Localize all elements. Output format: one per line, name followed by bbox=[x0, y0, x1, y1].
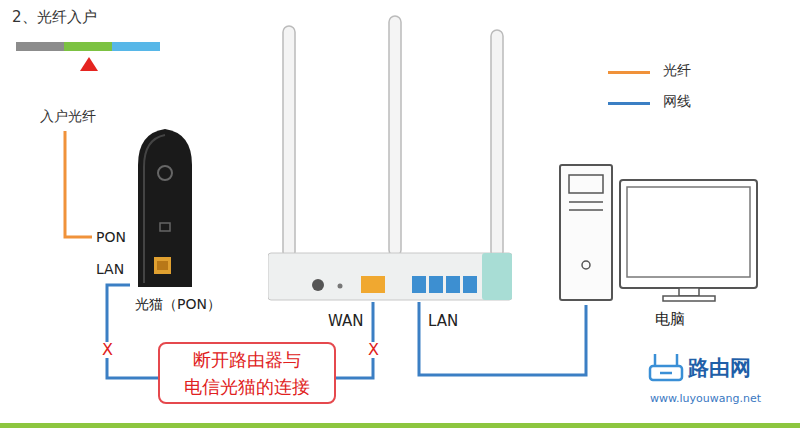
monitor-stand bbox=[679, 288, 699, 296]
modem-button bbox=[158, 166, 172, 180]
pointer-triangle bbox=[80, 57, 98, 71]
router-device: WANLAN bbox=[268, 252, 512, 302]
node-text: LAN bbox=[428, 312, 458, 330]
power-jack bbox=[312, 279, 324, 291]
modem-device: 光猫（PON） bbox=[130, 125, 231, 315]
lan-port bbox=[463, 276, 477, 293]
optical-modem bbox=[130, 125, 230, 293]
wan-port bbox=[361, 276, 385, 293]
monitor bbox=[620, 180, 757, 288]
node-text: 光猫（PON） bbox=[130, 293, 231, 315]
lan-port bbox=[429, 276, 443, 293]
monitor-base bbox=[663, 296, 715, 301]
antenna bbox=[491, 30, 503, 258]
lan-port bbox=[412, 276, 426, 293]
modem-body bbox=[138, 129, 192, 287]
fiber-line bbox=[65, 131, 92, 237]
router-panel bbox=[268, 253, 512, 300]
icon-antenna bbox=[676, 354, 679, 366]
modem-button bbox=[160, 223, 170, 231]
text-label: PON bbox=[96, 229, 126, 246]
text-label: 路由网 bbox=[688, 356, 751, 381]
node-text: WAN bbox=[328, 312, 364, 330]
tower-line bbox=[569, 201, 603, 203]
lan-port-inner bbox=[157, 261, 168, 270]
drive-bay bbox=[569, 175, 603, 193]
lan-port bbox=[446, 276, 460, 293]
antenna bbox=[389, 16, 401, 256]
node-text: 电脑 bbox=[655, 310, 685, 329]
lan-port bbox=[154, 257, 171, 274]
text-label: 2、光纤入户 bbox=[12, 8, 97, 26]
text-label: 入户光纤 bbox=[40, 108, 96, 125]
router-antennas bbox=[283, 16, 503, 258]
legend-swatch bbox=[608, 102, 650, 105]
bar-segment bbox=[64, 42, 112, 51]
power-button bbox=[582, 261, 590, 269]
icon-antenna bbox=[654, 354, 657, 366]
bar-segment bbox=[16, 42, 64, 51]
legend-swatch bbox=[608, 71, 650, 74]
icon-port bbox=[660, 372, 672, 375]
tower-line bbox=[569, 209, 603, 211]
progress-bar bbox=[16, 42, 160, 71]
computer bbox=[555, 160, 760, 305]
legend-text: 网线 bbox=[663, 93, 691, 110]
bottom-stripe bbox=[0, 423, 800, 428]
icon-body bbox=[650, 366, 682, 380]
bar-segment bbox=[112, 42, 160, 51]
text-label: LAN bbox=[96, 261, 124, 278]
router-body bbox=[268, 252, 512, 302]
reset-button bbox=[338, 284, 343, 289]
node-text: 断开路由器与 电信光猫的连接 bbox=[172, 346, 322, 400]
pc-tower bbox=[560, 165, 612, 300]
router-trim bbox=[482, 253, 512, 300]
network-cable bbox=[419, 302, 586, 375]
antenna bbox=[283, 26, 295, 258]
text-label: www.luyouwang.net bbox=[650, 392, 761, 405]
cut-mark: X bbox=[366, 342, 381, 358]
callout-box: 断开路由器与 电信光猫的连接 bbox=[158, 342, 336, 404]
cut-mark: X bbox=[100, 342, 115, 358]
legend-text: 光纤 bbox=[663, 62, 691, 79]
computer-device: 电脑 bbox=[555, 160, 760, 305]
watermark-icon bbox=[650, 354, 682, 380]
screen bbox=[627, 187, 750, 277]
